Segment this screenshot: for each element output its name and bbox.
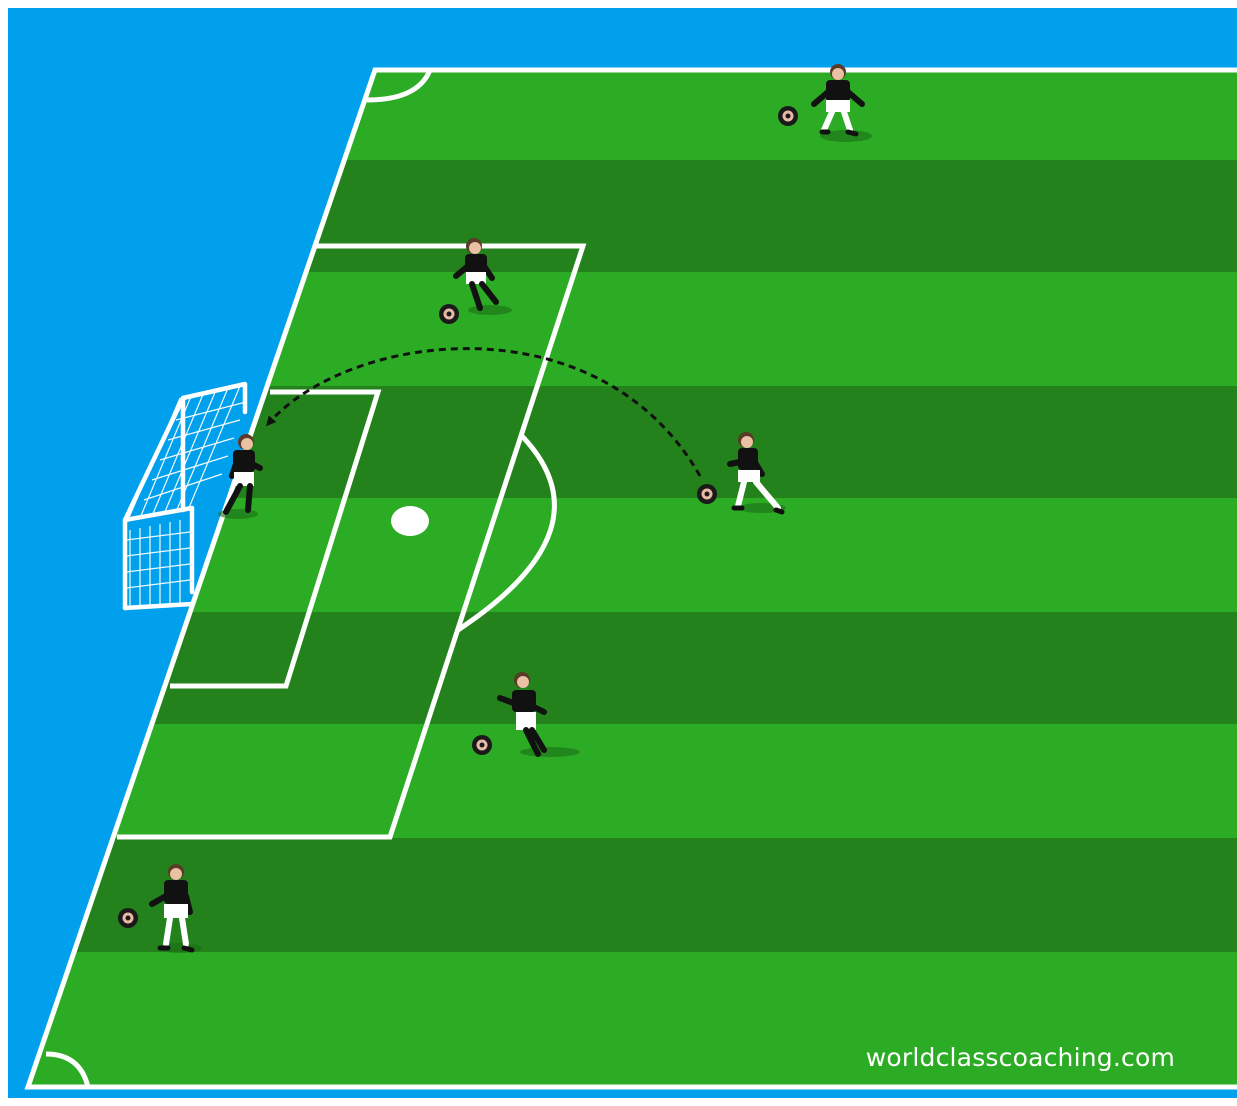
soccer-ball-icon (118, 908, 138, 928)
soccer-ball-icon (697, 484, 717, 504)
frame-left (0, 0, 8, 1106)
watermark-text: worldclasscoaching.com (866, 1043, 1175, 1072)
soccer-ball-icon (439, 304, 459, 324)
frame-top (0, 0, 1237, 8)
frame-bottom (0, 1098, 1237, 1106)
soccer-ball-icon (472, 735, 492, 755)
penalty-spot (391, 506, 429, 536)
soccer-ball-icon (778, 106, 798, 126)
